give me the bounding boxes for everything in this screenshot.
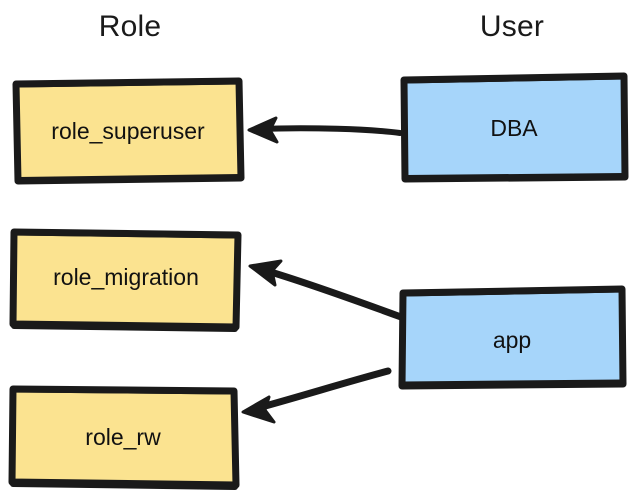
node-shape-user-dba bbox=[400, 72, 629, 183]
node-user-app[interactable]: app bbox=[396, 285, 628, 397]
edge-app-to-role-migration bbox=[248, 259, 405, 321]
node-label-user-dba: DBA bbox=[490, 115, 538, 141]
node-role-migration[interactable]: role_migration bbox=[8, 226, 244, 336]
node-label-role-superuser: role_superuser bbox=[51, 118, 205, 144]
node-shape-role-superuser bbox=[12, 77, 245, 185]
node-role-superuser[interactable]: role_superuser bbox=[10, 76, 246, 186]
node-shape-user-app bbox=[398, 285, 627, 390]
column-header-user: User bbox=[479, 10, 545, 43]
column-header-role: Role bbox=[98, 10, 162, 43]
node-label-role-migration: role_migration bbox=[53, 264, 199, 290]
node-shape-role-rw bbox=[8, 385, 240, 490]
node-user-dba[interactable]: DBA bbox=[398, 71, 630, 187]
edge-dba-to-role-superuser bbox=[247, 116, 403, 144]
node-role-rw[interactable]: role_rw bbox=[6, 383, 240, 493]
node-shape-role-migration bbox=[9, 228, 242, 332]
edge-app-to-role-rw bbox=[241, 367, 392, 424]
node-label-role-rw: role_rw bbox=[85, 424, 161, 450]
node-label-user-app: app bbox=[492, 327, 532, 353]
